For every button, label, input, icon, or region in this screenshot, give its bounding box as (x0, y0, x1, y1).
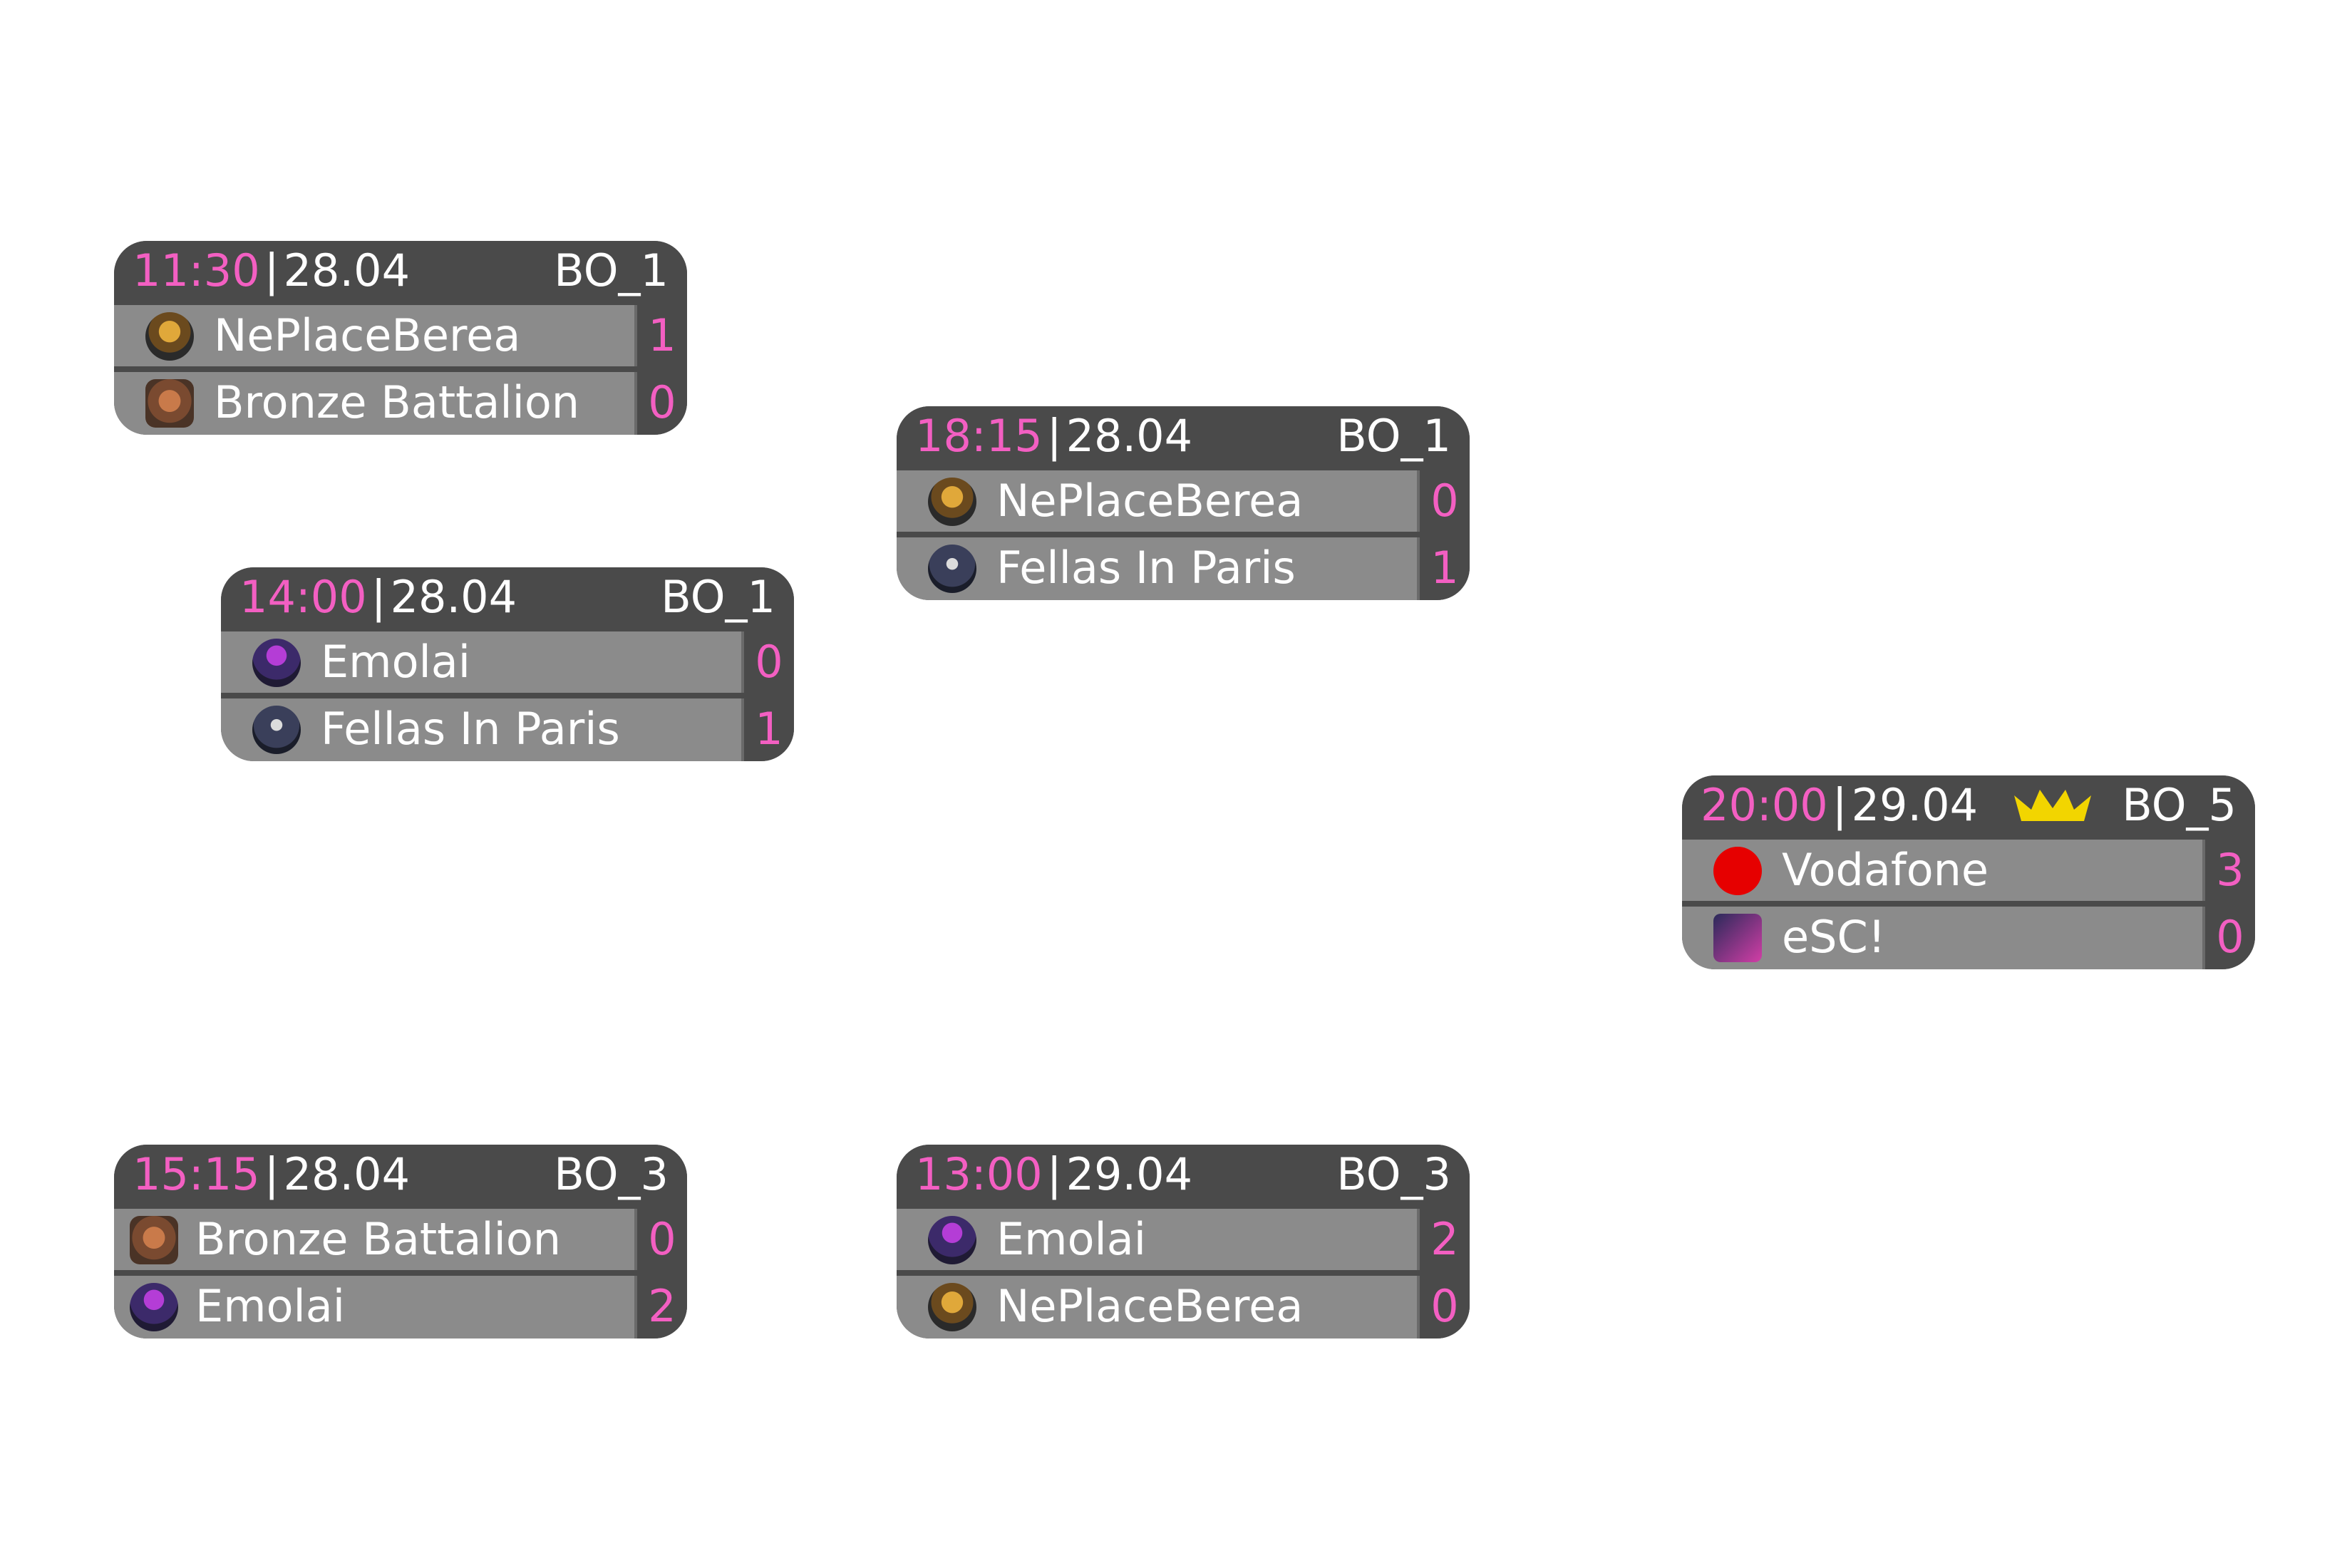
score-divider (741, 631, 744, 693)
team-score: 0 (637, 1209, 687, 1270)
bronze-battalion-logo (130, 1216, 178, 1264)
match-header: 15:15|28.04 BO_3 (114, 1145, 687, 1205)
header-separator: | (371, 571, 386, 623)
team-name: Vodafone (1782, 844, 1989, 896)
team-row: Emolai 2 (114, 1276, 687, 1339)
team-row: Emolai 2 (897, 1209, 1470, 1270)
team-score: 1 (744, 698, 794, 761)
score-divider (2202, 907, 2205, 969)
team-score: 0 (1420, 470, 1470, 532)
match-format: BO_3 (554, 1148, 669, 1200)
header-separator: | (264, 244, 279, 296)
team-name: Fellas In Paris (321, 703, 620, 755)
team-row: NePlaceBerea 0 (897, 470, 1470, 532)
match-format: BO_1 (1336, 410, 1451, 462)
match-header: 14:00|28.04 BO_1 (221, 567, 794, 627)
match-card-2: 14:00|28.04 BO_1 Emolai 0 Fellas In Pari… (221, 567, 794, 761)
team-row: Bronze Battalion 0 (114, 1209, 687, 1270)
match-date: 28.04 (390, 571, 517, 623)
team-name: Emolai (321, 636, 470, 688)
header-separator: | (1046, 410, 1062, 462)
match-date: 28.04 (1066, 410, 1193, 462)
team-row: Fellas In Paris 1 (897, 537, 1470, 600)
team-name: NePlaceBerea (996, 1280, 1304, 1332)
header-separator: | (1832, 779, 1847, 831)
score-divider (1417, 1209, 1420, 1270)
score-divider (634, 1209, 637, 1270)
match-format: BO_1 (661, 571, 775, 623)
neplaceberea-logo (145, 312, 194, 361)
emolai-logo (252, 639, 301, 687)
team-score: 0 (637, 372, 687, 435)
match-card-final: 20:00|29.04 BO_5 Vodafone 3 eSC! 0 (1682, 775, 2255, 969)
team-name: Emolai (195, 1280, 345, 1332)
match-card-3: 18:15|28.04 BO_1 NePlaceBerea 0 Fellas I… (897, 406, 1470, 600)
match-card-4: 15:15|28.04 BO_3 Bronze Battalion 0 Emol… (114, 1145, 687, 1339)
match-format: BO_3 (1336, 1148, 1451, 1200)
esc-logo (1713, 914, 1762, 962)
match-format: BO_1 (554, 244, 669, 296)
match-time: 18:15 (915, 410, 1043, 462)
team-name: eSC! (1782, 911, 1886, 963)
team-name: Bronze Battalion (214, 376, 580, 428)
team-score: 1 (1420, 537, 1470, 600)
match-date: 29.04 (1851, 779, 1979, 831)
match-time: 13:00 (915, 1148, 1043, 1200)
score-divider (1417, 537, 1420, 600)
match-time: 20:00 (1701, 779, 1828, 831)
match-time: 14:00 (239, 571, 367, 623)
header-separator: | (1046, 1148, 1062, 1200)
team-name: Bronze Battalion (195, 1213, 562, 1265)
match-time: 15:15 (133, 1148, 260, 1200)
score-divider (2202, 840, 2205, 901)
score-divider (634, 305, 637, 366)
team-score: 0 (1420, 1276, 1470, 1339)
match-date: 28.04 (283, 1148, 411, 1200)
match-date: 28.04 (283, 244, 411, 296)
team-row: Fellas In Paris 1 (221, 698, 794, 761)
team-row: NePlaceBerea 0 (897, 1276, 1470, 1339)
bronze-battalion-logo (145, 379, 194, 428)
team-row: eSC! 0 (1682, 907, 2255, 969)
match-card-1: 11:30|28.04 BO_1 NePlaceBerea 1 Bronze B… (114, 241, 687, 435)
team-score: 0 (2205, 907, 2255, 969)
match-header: 11:30|28.04 BO_1 (114, 241, 687, 301)
team-name: Emolai (996, 1213, 1146, 1265)
score-divider (634, 1276, 637, 1339)
match-header: 13:00|29.04 BO_3 (897, 1145, 1470, 1205)
team-score: 3 (2205, 840, 2255, 901)
team-score: 2 (1420, 1209, 1470, 1270)
team-score: 0 (744, 631, 794, 693)
team-score: 1 (637, 305, 687, 366)
match-format: BO_5 (2122, 779, 2237, 831)
score-divider (1417, 470, 1420, 532)
crown-icon (2014, 790, 2091, 821)
neplaceberea-logo (928, 478, 976, 526)
match-header: 20:00|29.04 BO_5 (1682, 775, 2255, 835)
fellas-in-paris-logo (252, 706, 301, 754)
match-date: 29.04 (1066, 1148, 1193, 1200)
team-row: Vodafone 3 (1682, 840, 2255, 901)
score-divider (741, 698, 744, 761)
header-separator: | (264, 1148, 279, 1200)
score-divider (1417, 1276, 1420, 1339)
neplaceberea-logo (928, 1283, 976, 1331)
team-name: NePlaceBerea (996, 475, 1304, 527)
emolai-logo (928, 1216, 976, 1264)
emolai-logo (130, 1283, 178, 1331)
match-card-5: 13:00|29.04 BO_3 Emolai 2 NePlaceBerea 0 (897, 1145, 1470, 1339)
team-name: Fellas In Paris (996, 542, 1296, 594)
match-time: 11:30 (133, 244, 260, 296)
team-row: NePlaceBerea 1 (114, 305, 687, 366)
team-row: Bronze Battalion 0 (114, 372, 687, 435)
match-header: 18:15|28.04 BO_1 (897, 406, 1470, 466)
vodafone-logo (1713, 847, 1762, 895)
fellas-in-paris-logo (928, 545, 976, 593)
team-score: 2 (637, 1276, 687, 1339)
team-name: NePlaceBerea (214, 309, 521, 361)
team-row: Emolai 0 (221, 631, 794, 693)
score-divider (634, 372, 637, 435)
